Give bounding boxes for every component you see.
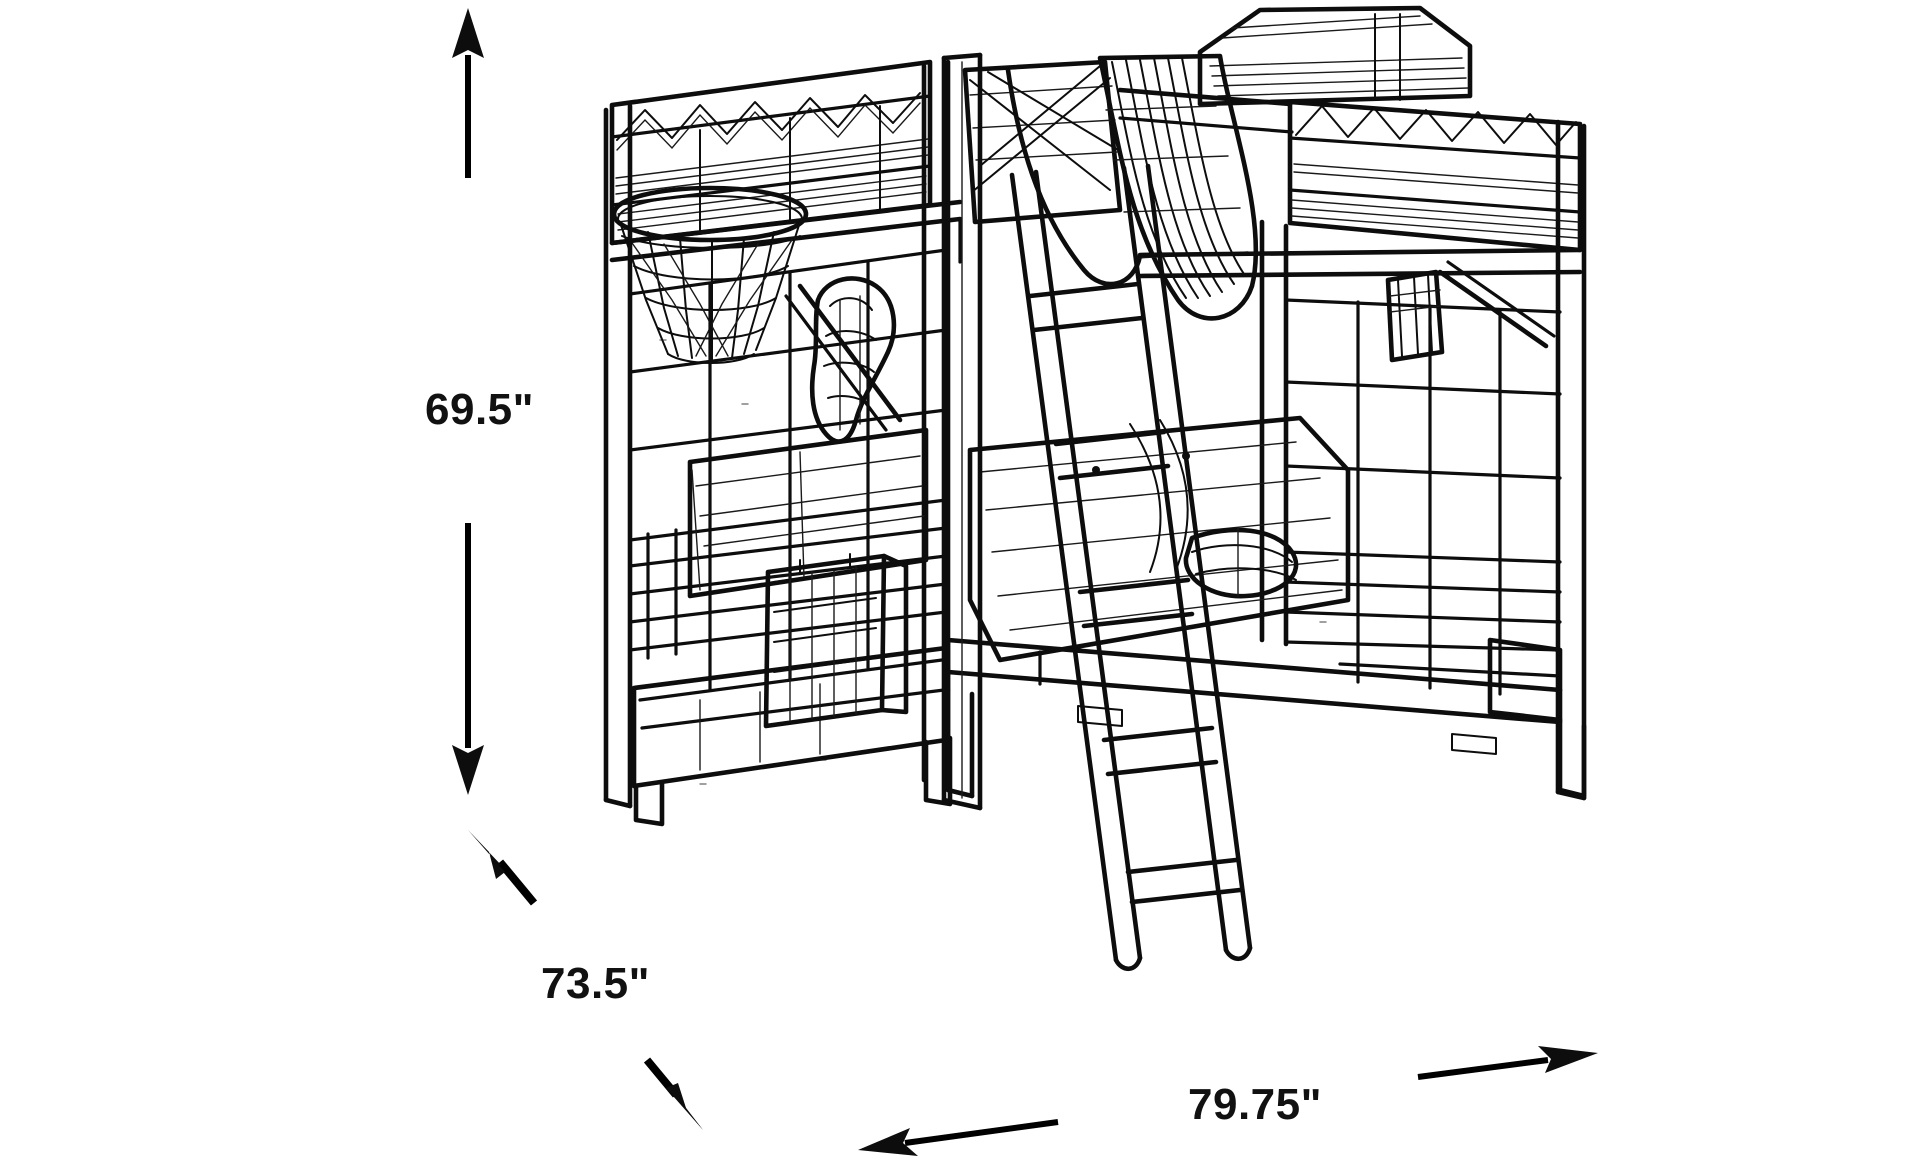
width-dimension-label: 79.75": [1188, 1080, 1322, 1129]
lower-mattress-left: [687, 427, 929, 599]
ladder: [1009, 163, 1253, 972]
height-arrow-down: [452, 523, 484, 795]
width-arrow-left: [858, 1119, 1059, 1156]
height-arrow-up: [452, 8, 484, 178]
depth-arrow-up-left: [468, 830, 538, 906]
texture-marks: [659, 339, 1407, 785]
center-front-post: [941, 52, 983, 811]
height-dimension-label: 69.5": [425, 385, 534, 434]
lower-mattress-right: [967, 415, 1351, 663]
depth-arrow-down-right: [643, 1057, 703, 1130]
lower-bed-front-rail: [945, 637, 1563, 799]
width-arrow-right: [1417, 1046, 1598, 1080]
bed-artwork-group: [603, 5, 1587, 972]
depth-dimension-label: 73.5": [541, 959, 650, 1008]
right-end-panel: [1259, 119, 1587, 801]
storage-basket: [763, 553, 909, 729]
